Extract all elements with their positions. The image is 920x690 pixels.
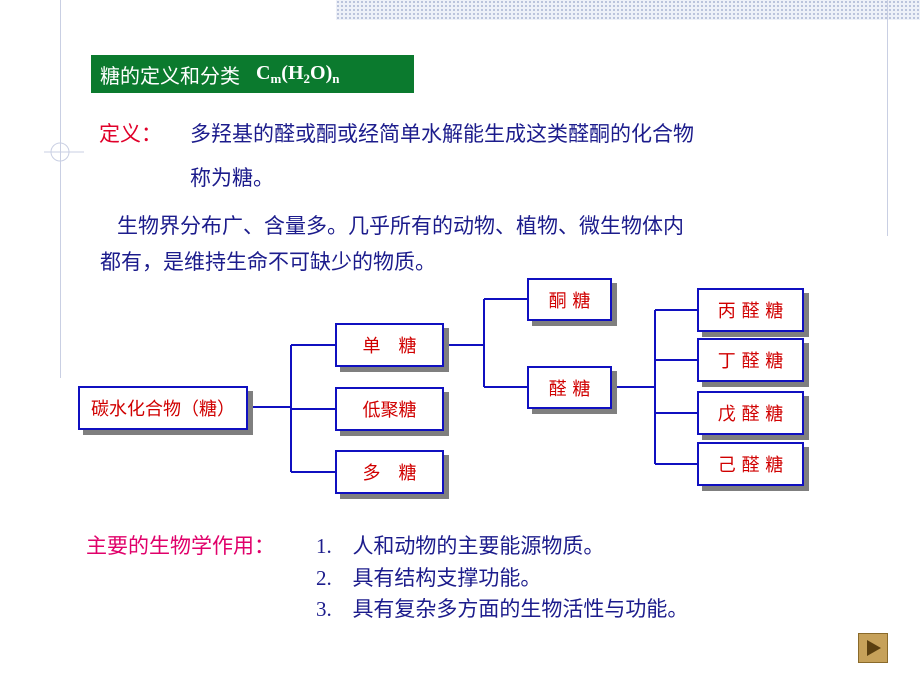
formula-h: (H: [281, 61, 304, 84]
role-item-2: 2. 具有结构支撑功能。: [316, 562, 541, 592]
title-formula: Cm(H2O)n: [256, 62, 339, 87]
decorative-line-right: [887, 0, 888, 236]
formula-n: n: [332, 70, 340, 86]
node-pentose: 戊 醛 糖: [697, 391, 804, 435]
distribution-line-1: 生物界分布广、含量多。几乎所有的动物、植物、微生物体内: [117, 214, 684, 238]
node-tetrose: 丁 醛 糖: [697, 338, 804, 382]
play-next-icon: [867, 640, 881, 656]
formula-m: m: [270, 70, 282, 86]
role-number: 3.: [316, 597, 332, 621]
definition-line-2: 称为糖。: [190, 166, 274, 190]
roles-label: 主要的生物学作用：: [86, 534, 275, 558]
role-number: 1.: [316, 534, 332, 558]
formula-c: C: [256, 61, 271, 84]
node-monosaccharide: 单 糖: [335, 323, 444, 367]
formula-o: O): [310, 61, 333, 84]
decorative-circle-icon: [44, 142, 84, 162]
title-text: 糖的定义和分类: [100, 63, 240, 88]
role-item-1: 1. 人和动物的主要能源物质。: [316, 530, 604, 560]
node-hexose: 己 醛 糖: [697, 442, 804, 486]
definition-label: 定义：: [99, 122, 162, 146]
node-triose: 丙 醛 糖: [697, 288, 804, 332]
role-text: 具有结构支撑功能。: [352, 566, 542, 590]
role-text: 人和动物的主要能源物质。: [352, 534, 605, 558]
definition-line-1: 多羟基的醛或酮或经简单水解能生成这类醛酮的化合物: [190, 122, 694, 146]
decorative-line-left: [60, 0, 61, 378]
formula-2: 2: [303, 70, 311, 86]
next-slide-button[interactable]: [858, 633, 888, 663]
node-oligosaccharide: 低聚糖: [335, 387, 444, 431]
node-aldose: 醛 糖: [527, 366, 612, 409]
role-item-3: 3. 具有复杂多方面的生物活性与功能。: [316, 593, 688, 623]
slide-title: 糖的定义和分类 Cm(H2O)n: [91, 55, 414, 93]
distribution-line-2: 都有，是维持生命不可缺少的物质。: [100, 250, 436, 274]
node-polysaccharide: 多 糖: [335, 450, 444, 494]
decorative-header-band: [336, 0, 920, 20]
node-carbohydrate: 碳水化合物（糖）: [78, 386, 248, 430]
node-ketose: 酮 糖: [527, 278, 612, 321]
role-text: 具有复杂多方面的生物活性与功能。: [352, 597, 689, 621]
role-number: 2.: [316, 566, 332, 590]
